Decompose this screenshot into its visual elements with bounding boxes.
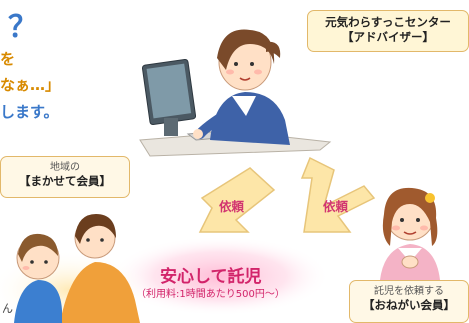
onegai-label-line2: 【おねがい会員】	[363, 298, 455, 312]
adviser-illustration	[139, 29, 332, 157]
requesting-member-illustration	[380, 187, 440, 280]
safe-childcare-title: 安心して託児	[160, 267, 262, 287]
question-mark: ？	[8, 10, 38, 45]
fee-note: （利用料:1時間あたり500円〜）	[136, 289, 285, 300]
intro-line-1: を	[0, 50, 16, 68]
makasete-label-line1: 地域の	[50, 162, 80, 173]
request-label-left: 依頼	[219, 199, 245, 214]
onegai-member-label: 託児を依頼する 【おねがい会員】	[349, 280, 469, 323]
makasete-label-line2: 【まかせて会員】	[19, 174, 111, 188]
adviser-label-line1: 元気わらすっこセンター	[325, 15, 451, 29]
intro-line-3: します。	[0, 103, 59, 121]
request-label-right: 依頼	[323, 199, 349, 214]
onegai-label-line1: 託児を依頼する	[374, 286, 444, 297]
intro-line-2: なぁ…」	[0, 76, 61, 94]
mother-child-illustration	[0, 214, 150, 323]
adviser-label-line2: 【アドバイザー】	[342, 30, 434, 44]
adviser-label: 元気わらすっこセンター 【アドバイザー】	[307, 10, 469, 52]
cutoff-fragment: ん	[2, 302, 13, 315]
request-arrows	[198, 156, 376, 233]
makasete-member-label: 地域の 【まかせて会員】	[0, 156, 130, 198]
